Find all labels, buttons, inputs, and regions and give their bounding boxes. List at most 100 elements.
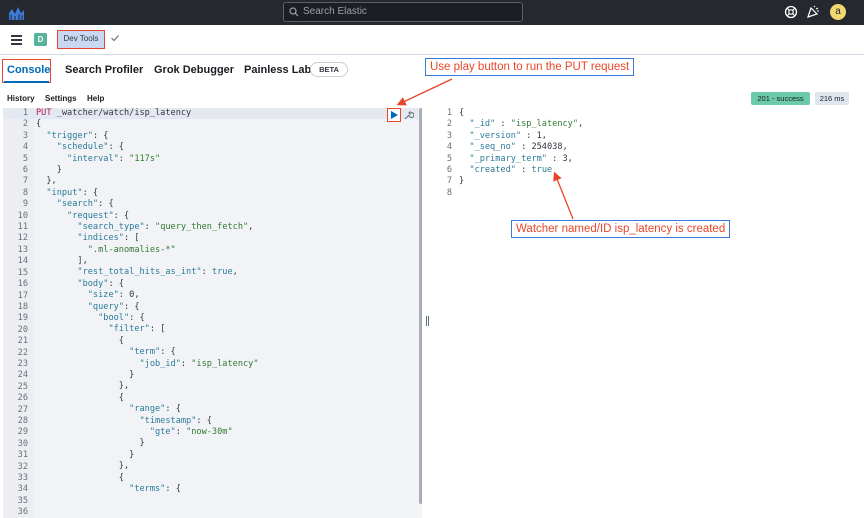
code-line: "interval": "117s" bbox=[67, 153, 161, 164]
line-number: 24 bbox=[17, 370, 28, 381]
line-number: 15 bbox=[17, 267, 28, 278]
search-placeholder: Search Elastic bbox=[303, 6, 367, 17]
help-link[interactable]: Help bbox=[87, 94, 105, 103]
code-line: "_seq_no" : 254038, bbox=[469, 142, 568, 153]
code-line: "filter": [ bbox=[108, 324, 166, 335]
line-number: 2 bbox=[446, 119, 452, 130]
line-number: 17 bbox=[17, 290, 28, 301]
code-line: } bbox=[36, 369, 135, 380]
code-line: "body": { bbox=[77, 278, 124, 289]
code-line: PUT _watcher/watch/isp_latency bbox=[36, 108, 192, 118]
code-line: "request": { bbox=[67, 210, 130, 221]
tab-console[interactable]: Console bbox=[7, 64, 51, 76]
code-line: "_version" : 1, bbox=[469, 130, 547, 141]
line-number: 8 bbox=[446, 187, 452, 198]
settings-link[interactable]: Settings bbox=[45, 94, 77, 103]
code-line: { bbox=[36, 119, 42, 130]
code-line: } bbox=[36, 438, 145, 449]
watcher-created-callout: Watcher named/ID isp_latency is created bbox=[511, 220, 731, 238]
line-number: 4 bbox=[22, 142, 28, 153]
code-line: "schedule": { bbox=[56, 142, 124, 153]
pane-divider bbox=[422, 108, 432, 518]
line-number: 6 bbox=[446, 165, 452, 176]
line-number: 10 bbox=[17, 210, 28, 221]
line-number: 4 bbox=[446, 142, 452, 153]
pane-resize-handle[interactable] bbox=[426, 316, 429, 326]
code-line: { bbox=[36, 392, 124, 403]
search-icon bbox=[289, 7, 299, 17]
line-number: 36 bbox=[17, 507, 28, 518]
search-input[interactable]: Search Elastic bbox=[283, 2, 523, 22]
line-number: 28 bbox=[17, 415, 28, 426]
code-line: "_id" : "isp_latency", bbox=[469, 119, 584, 130]
line-number: 11 bbox=[17, 222, 28, 233]
code-line: }, bbox=[36, 381, 130, 392]
line-number: 27 bbox=[17, 404, 28, 415]
tab-search-profiler[interactable]: Search Profiler bbox=[65, 64, 144, 76]
code-line: { bbox=[36, 335, 124, 346]
line-number: 21 bbox=[17, 336, 28, 347]
line-number: 20 bbox=[17, 324, 28, 335]
line-number: 7 bbox=[446, 176, 452, 187]
help-icon[interactable] bbox=[784, 5, 798, 19]
history-link[interactable]: History bbox=[7, 94, 35, 103]
code-line: "input": { bbox=[46, 187, 99, 198]
line-number: 34 bbox=[17, 484, 28, 495]
tab-grok-debugger[interactable]: Grok Debugger bbox=[154, 64, 235, 76]
line-number: 30 bbox=[17, 438, 28, 449]
line-number: 29 bbox=[17, 427, 28, 438]
user-avatar[interactable]: a bbox=[830, 4, 846, 20]
line-number: 5 bbox=[22, 153, 28, 164]
request-gutter bbox=[3, 108, 34, 518]
line-number: 2 bbox=[22, 119, 28, 130]
code-line: "range": { bbox=[129, 404, 181, 415]
line-number: 19 bbox=[17, 313, 28, 324]
code-line: "query": { bbox=[87, 301, 140, 312]
line-number: 9 bbox=[22, 199, 28, 210]
line-number: 33 bbox=[17, 473, 28, 483]
code-line: }, bbox=[36, 176, 57, 187]
breadcrumb-bar: D Dev Tools bbox=[0, 25, 864, 55]
space-badge[interactable]: D bbox=[34, 33, 47, 46]
code-line: } bbox=[36, 449, 135, 460]
line-number: 26 bbox=[17, 393, 28, 404]
line-number: 8 bbox=[22, 187, 28, 198]
line-number: 5 bbox=[446, 153, 452, 164]
dev-tools-tabs: Console Search Profiler Grok Debugger Pa… bbox=[0, 56, 864, 84]
line-number: 23 bbox=[17, 358, 28, 369]
request-time-badge: 216 ms bbox=[815, 92, 849, 105]
code-line: "rest_total_hits_as_int": true, bbox=[77, 267, 238, 278]
wrench-icon[interactable] bbox=[403, 109, 414, 121]
line-number: 1 bbox=[22, 108, 28, 118]
editor-scrollbar[interactable] bbox=[419, 108, 422, 504]
line-number: 32 bbox=[17, 461, 28, 472]
code-line: "indices": [ bbox=[77, 233, 140, 244]
active-tab-indicator bbox=[4, 81, 49, 83]
line-number: 35 bbox=[17, 495, 28, 506]
line-number: 14 bbox=[17, 256, 28, 267]
line-number: 18 bbox=[17, 301, 28, 312]
code-line: } bbox=[36, 164, 62, 175]
send-request-button[interactable] bbox=[387, 108, 401, 122]
line-number: 22 bbox=[17, 347, 28, 358]
newsfeed-icon[interactable] bbox=[806, 5, 820, 19]
code-line: "gte": "now-30m" bbox=[149, 426, 233, 437]
code-line: "timestamp": { bbox=[139, 415, 212, 426]
code-line: "created" : true bbox=[469, 164, 553, 175]
code-line: ], bbox=[36, 256, 88, 267]
tab-painless-lab[interactable]: Painless Lab bbox=[244, 64, 312, 76]
menu-toggle-icon[interactable] bbox=[11, 35, 22, 45]
line-number: 12 bbox=[17, 233, 28, 244]
play-icon bbox=[391, 111, 398, 119]
code-line: ".ml-anomalies-*" bbox=[87, 244, 176, 255]
request-code[interactable]: PUT _watcher/watch/isp_latency{ "trigger… bbox=[36, 108, 396, 495]
top-header-bar: Search Elastic a bbox=[0, 0, 864, 25]
breadcrumb-dev-tools[interactable]: Dev Tools bbox=[57, 30, 105, 49]
code-line bbox=[459, 188, 819, 199]
elastic-logo-icon[interactable] bbox=[8, 4, 26, 21]
status-badge: 201 - success bbox=[751, 92, 810, 105]
code-line: } bbox=[459, 176, 465, 187]
code-line: "job_id": "isp_latency" bbox=[139, 358, 259, 369]
